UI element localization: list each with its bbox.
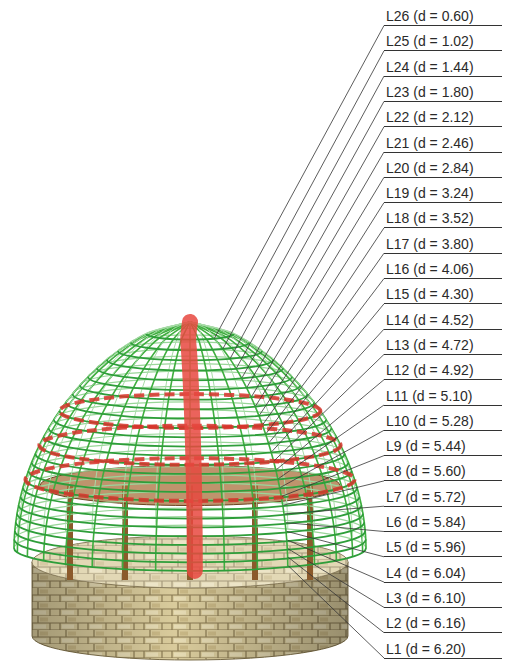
leader-line [277, 380, 384, 470]
leader-line [259, 228, 384, 415]
level-label: L3 (d = 6.10) [384, 590, 502, 608]
level-label: L2 (d = 6.16) [384, 615, 502, 633]
dome-frame [14, 322, 366, 580]
level-label: L6 (d = 5.84) [384, 514, 502, 532]
leader-line [284, 481, 384, 505]
level-label: L18 (d = 3.52) [384, 210, 502, 228]
leader-line [287, 531, 384, 556]
level-label: L9 (d = 5.44) [384, 438, 502, 456]
level-label: L19 (d = 3.24) [384, 185, 502, 203]
leader-line [223, 51, 384, 349]
leader-line [272, 329, 384, 452]
level-label: L20 (d = 2.84) [384, 160, 502, 178]
leader-line [236, 101, 384, 368]
leader-line [282, 456, 384, 497]
level-label: L16 (d = 4.06) [384, 261, 502, 279]
leader-line [266, 279, 384, 434]
level-label: L8 (d = 5.60) [384, 463, 502, 481]
leader-line [279, 405, 384, 479]
level-label: L24 (d = 1.44) [384, 59, 502, 77]
level-label: L1 (d = 6.20) [384, 641, 502, 659]
leader-line [288, 557, 384, 632]
level-label: L7 (d = 5.72) [384, 489, 502, 507]
leader-line [285, 506, 384, 514]
leader-line [288, 549, 384, 608]
leader-line [286, 523, 384, 532]
leader-line [280, 430, 384, 487]
leader-line [269, 304, 384, 443]
level-label: L4 (d = 6.04) [384, 565, 502, 583]
level-label: L17 (d = 3.80) [384, 236, 502, 254]
level-label: L5 (d = 5.96) [384, 539, 502, 557]
level-label: L11 (d = 5.10) [384, 388, 502, 406]
leader-line [274, 354, 384, 460]
level-label: L22 (d = 2.12) [384, 109, 502, 127]
meridian-rib [14, 322, 190, 548]
level-label: L10 (d = 5.28) [384, 413, 502, 431]
leader-line [214, 26, 384, 339]
level-label: L12 (d = 4.92) [384, 362, 502, 380]
level-label: L21 (d = 2.46) [384, 135, 502, 153]
level-label: L15 (d = 4.30) [384, 286, 502, 304]
level-label: L25 (d = 1.02) [384, 33, 502, 51]
leader-line [287, 540, 384, 582]
red-band [188, 322, 195, 571]
level-label: L23 (d = 1.80) [384, 84, 502, 102]
level-label: L14 (d = 4.52) [384, 312, 502, 330]
level-label: L26 (d = 0.60) [384, 8, 502, 26]
leader-line [288, 566, 384, 658]
level-label: L13 (d = 4.72) [384, 337, 502, 355]
leader-line [230, 76, 384, 358]
leader-line [242, 127, 384, 378]
leader-line [252, 177, 384, 396]
leader-line [263, 253, 384, 424]
